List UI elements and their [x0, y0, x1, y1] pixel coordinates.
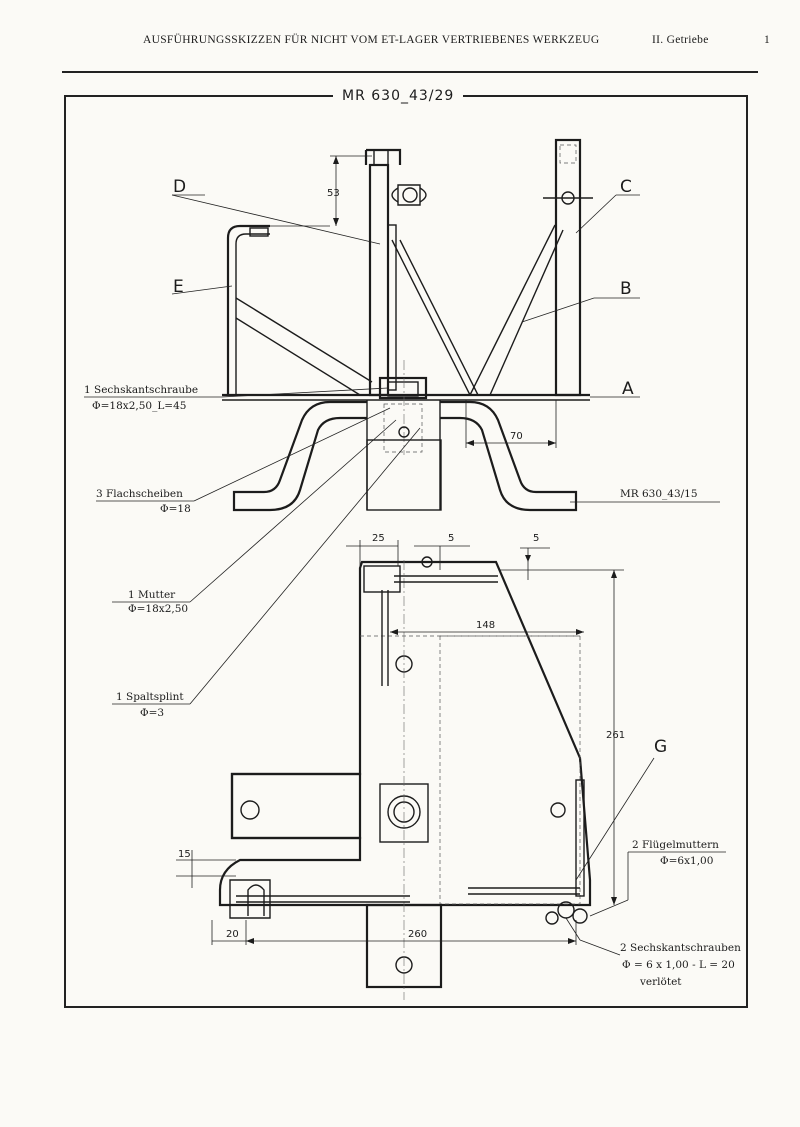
- svg-text:3 Flachscheiben: 3 Flachscheiben: [96, 488, 183, 500]
- svg-text:25: 25: [372, 533, 385, 544]
- callout-ref-part: MR 630_43/15: [570, 488, 720, 503]
- lower-plan-view: [218, 556, 592, 1000]
- callout-spaltsplint: 1 Spaltsplint Φ=3: [112, 427, 421, 719]
- svg-text:5: 5: [448, 533, 454, 544]
- callout-sechskantschraube: 1 Sechskantschraube Φ=18x2,50_L=45: [84, 384, 389, 412]
- part-label-a: A: [622, 379, 634, 399]
- svg-text:15: 15: [178, 849, 191, 860]
- dimension-53-value: 53: [327, 188, 340, 199]
- part-label-c: C: [620, 177, 632, 197]
- document-header-title: AUSFÜHRUNGSSKIZZEN FÜR NICHT VOM ET-LAGE…: [143, 34, 600, 46]
- dimension-5-b: 5: [520, 533, 550, 580]
- dimension-5-a: 5: [414, 533, 470, 570]
- part-e-frame: [226, 224, 373, 396]
- svg-text:Φ = 6 x 1,00 - L = 20: Φ = 6 x 1,00 - L = 20: [622, 959, 735, 971]
- svg-text:2 Sechskantschrauben: 2 Sechskantschrauben: [620, 942, 741, 954]
- drawing-title: MR 630_43/29: [333, 88, 464, 104]
- part-c-upright: [543, 138, 593, 397]
- svg-text:MR 630_43/15: MR 630_43/15: [620, 488, 698, 500]
- svg-text:Φ=3: Φ=3: [140, 707, 164, 719]
- svg-text:20: 20: [226, 929, 239, 940]
- svg-text:148: 148: [476, 620, 495, 631]
- document-section: II. Getriebe: [652, 34, 709, 46]
- part-label-e: E: [173, 277, 184, 297]
- upper-elevation-view: [222, 138, 593, 512]
- svg-text:1 Sechskantschraube: 1 Sechskantschraube: [84, 384, 198, 396]
- dimension-15: 15: [176, 849, 236, 888]
- callout-flachscheiben: 3 Flachscheiben Φ=18: [96, 407, 391, 515]
- part-label-d: D: [173, 177, 186, 197]
- svg-text:261: 261: [606, 730, 625, 741]
- svg-text:260: 260: [408, 929, 427, 940]
- dimension-148: 148: [390, 620, 584, 635]
- svg-text:Φ=18: Φ=18: [160, 503, 191, 515]
- dimension-53: 53: [250, 155, 372, 227]
- svg-text:verlötet: verlötet: [639, 976, 682, 988]
- svg-text:2 Flügelmuttern: 2 Flügelmuttern: [632, 839, 719, 851]
- dimension-70-value: 70: [510, 431, 523, 442]
- page-number: 1: [764, 34, 771, 46]
- part-label-g: G: [654, 737, 667, 757]
- callout-fluegelmuttern: 2 Flügelmuttern Φ=6x1,00: [589, 839, 726, 917]
- svg-text:5: 5: [533, 533, 539, 544]
- header-rule: [62, 71, 758, 73]
- svg-text:Φ=6x1,00: Φ=6x1,00: [660, 855, 713, 867]
- dimension-20-260: 20 260: [211, 920, 577, 945]
- callout-mutter: 1 Mutter Φ=18x2,50: [112, 419, 397, 615]
- svg-text:1 Spaltsplint: 1 Spaltsplint: [116, 691, 184, 703]
- dimension-70: 70: [465, 400, 557, 448]
- svg-text:Φ=18x2,50: Φ=18x2,50: [128, 603, 188, 615]
- dimension-261: 261: [500, 569, 625, 905]
- svg-text:Φ=18x2,50_L=45: Φ=18x2,50_L=45: [92, 400, 186, 412]
- part-label-b: B: [620, 279, 632, 299]
- dimension-25: 25: [346, 533, 399, 566]
- callout-sechskantschrauben: 2 Sechskantschrauben Φ = 6 x 1,00 - L = …: [565, 917, 741, 988]
- svg-text:1 Mutter: 1 Mutter: [128, 589, 176, 601]
